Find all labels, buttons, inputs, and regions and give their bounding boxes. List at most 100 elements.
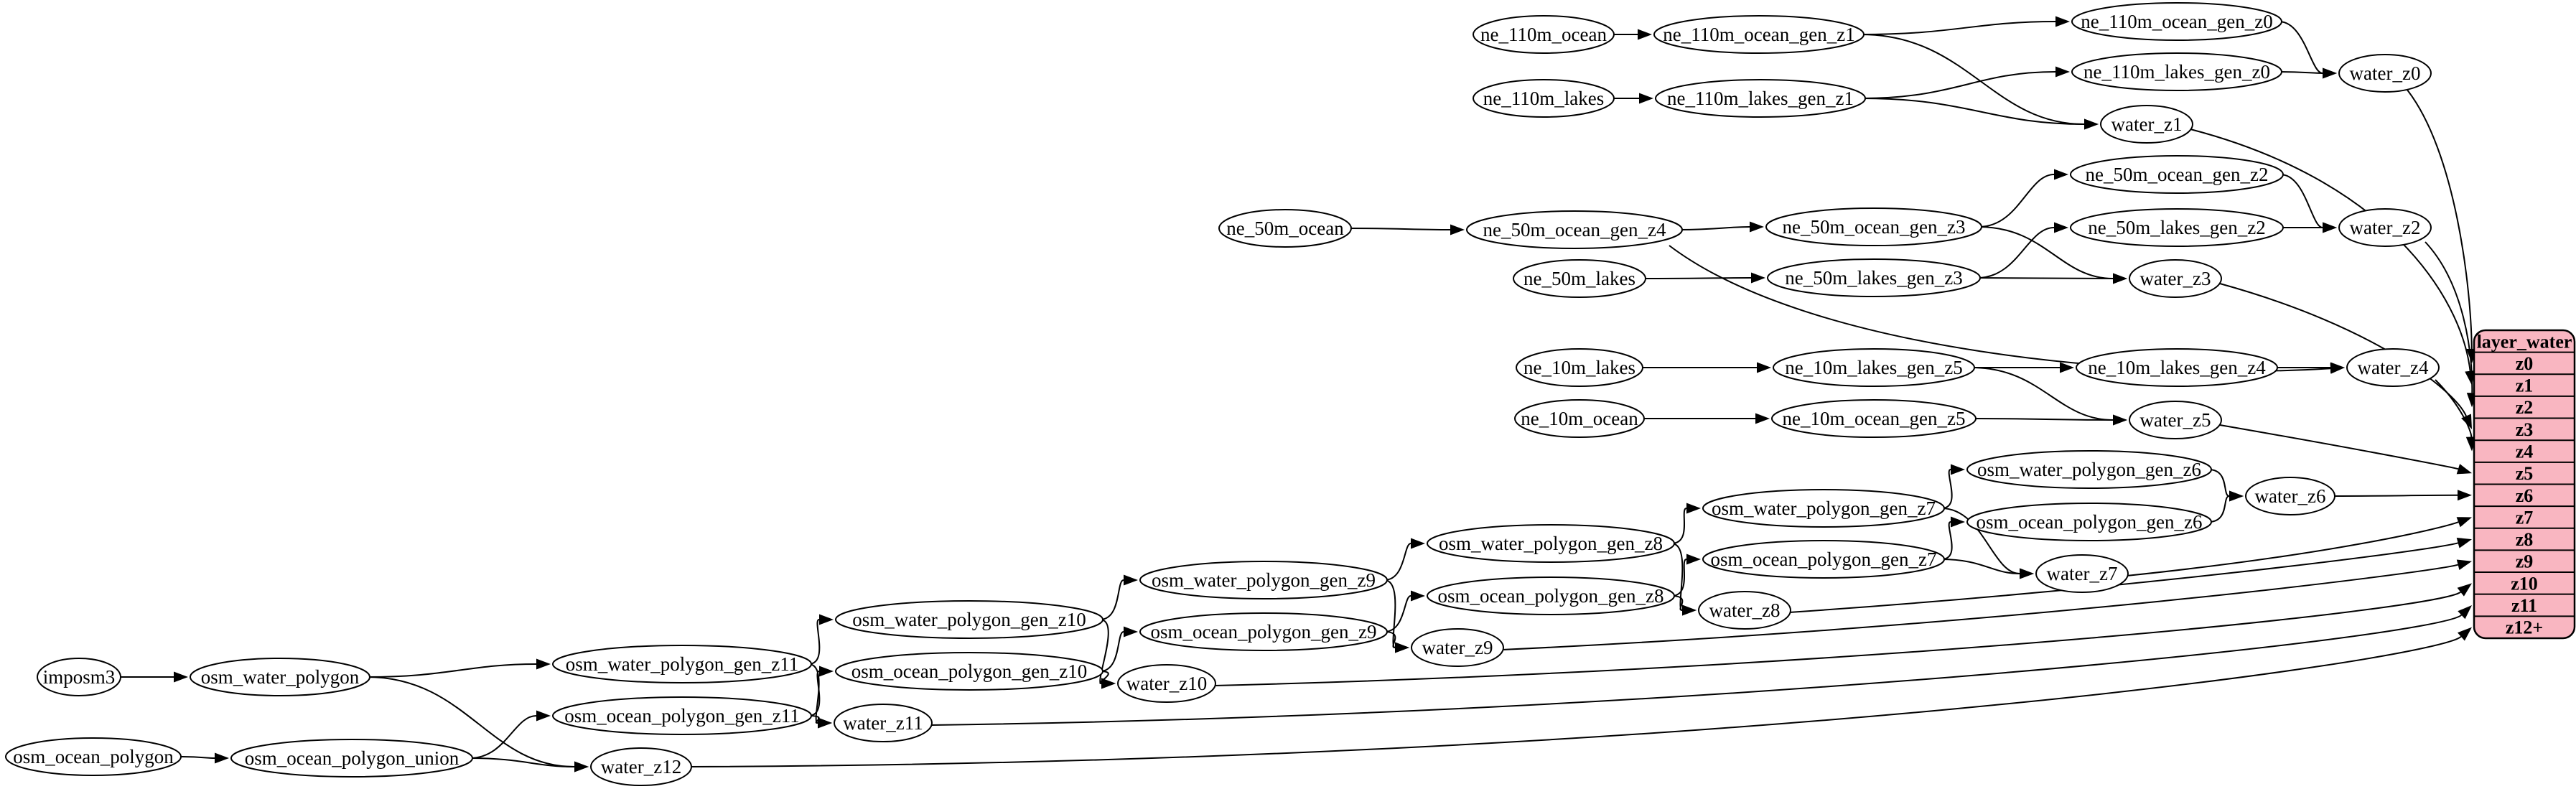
edge-osm_water_polygon_gen_z7-to-osm_water_polygon_gen_z6: [1941, 469, 1953, 509]
arrowhead-ne_50m_ocean-to-ne_50m_ocean_gen_z4: [1450, 224, 1465, 235]
node-osm_water_polygon_gen_z8: osm_water_polygon_gen_z8: [1427, 524, 1675, 563]
node-ne_50m_ocean_gen_z3: ne_50m_ocean_gen_z3: [1765, 207, 1982, 246]
node-label-osm_water_polygon: osm_water_polygon: [201, 666, 360, 688]
arrowhead-ne_50m_lakes_gen_z3-to-ne_50m_lakes_gen_z2: [2054, 222, 2068, 233]
node-label-osm_ocean_polygon_gen_z11: osm_ocean_polygon_gen_z11: [564, 705, 799, 727]
node-ne_10m_ocean_gen_z5: ne_10m_ocean_gen_z5: [1771, 399, 1977, 438]
node-water_z7: water_z7: [2035, 554, 2129, 593]
node-ellipse-osm_ocean_polygon_union: [230, 739, 473, 778]
node-ellipse-ne_110m_ocean_gen_z1: [1653, 15, 1865, 54]
node-ne_110m_lakes_gen_z0: ne_110m_lakes_gen_z0: [2071, 52, 2282, 91]
node-ellipse-ne_10m_lakes_gen_z4: [2076, 348, 2278, 387]
arrowhead-water_z12-to-layer_water-z12+: [2458, 627, 2472, 641]
arrowhead-osm_ocean_polygon_gen_z10-to-water_z10: [1101, 678, 1116, 689]
record-row-z6: z6: [2516, 485, 2534, 506]
arrowhead-osm_ocean_polygon_gen_z7-to-osm_ocean_polygon_gen_z6: [1951, 516, 1965, 528]
arrowhead-ne_10m_lakes_gen_z4-to-water_z4: [2330, 362, 2345, 373]
node-osm_ocean_polygon_union: osm_ocean_polygon_union: [230, 739, 473, 778]
node-ellipse-osm_water_polygon_gen_z10: [835, 600, 1103, 639]
arrowhead-osm_ocean_polygon_union-to-osm_ocean_polygon_gen_z11: [536, 710, 551, 722]
node-ne_50m_ocean_gen_z4: ne_50m_ocean_gen_z4: [1466, 210, 1683, 249]
node-label-osm_water_polygon_gen_z8: osm_water_polygon_gen_z8: [1439, 533, 1663, 554]
layer-water-record: layer_waterz0z1z2z3z4z5z6z7z8z9z10z11z12…: [2473, 329, 2576, 640]
arrowhead-ne_10m_lakes_gen_z5-to-ne_10m_lakes_gen_z4: [2060, 362, 2074, 373]
edge-water_z3-to-layer_water-z3: [2219, 283, 2467, 416]
node-osm_ocean_polygon_gen_z11: osm_ocean_polygon_gen_z11: [552, 696, 812, 735]
node-osm_water_polygon_gen_z7: osm_water_polygon_gen_z7: [1702, 489, 1945, 528]
node-ellipse-water_z11: [834, 704, 933, 742]
node-label-water_z11: water_z11: [843, 712, 923, 734]
node-ne_50m_lakes_gen_z3: ne_50m_lakes_gen_z3: [1767, 258, 1981, 297]
edge-ne_50m_ocean_gen_z3-to-ne_50m_ocean_gen_z2: [1978, 174, 2055, 228]
node-ellipse-ne_110m_ocean_gen_z0: [2071, 2, 2282, 41]
arrowhead-osm_ocean_polygon_gen_z10-to-osm_ocean_polygon_gen_z9: [1124, 626, 1138, 638]
edge-water_z9-to-layer_water-z9: [1501, 564, 2458, 650]
edge-water_z10-to-layer_water-z10: [1213, 591, 2461, 686]
arrowhead-ne_50m_lakes_gen_z2-to-water_z2: [2323, 222, 2337, 233]
node-label-osm_ocean_polygon_gen_z8: osm_ocean_polygon_gen_z8: [1438, 585, 1664, 607]
arrowhead-water_z7-to-layer_water-z7: [2456, 517, 2472, 528]
arrowhead-osm_ocean_polygon_union-to-water_z12: [574, 761, 589, 772]
node-ellipse-osm_ocean_polygon_gen_z9: [1139, 612, 1388, 651]
node-ellipse-osm_water_polygon_gen_z11: [552, 645, 812, 683]
edge-osm_ocean_polygon_gen_z11-to-osm_ocean_polygon_gen_z10: [808, 671, 821, 716]
node-osm_water_polygon_gen_z6: osm_water_polygon_gen_z6: [1966, 450, 2212, 489]
edge-ne_110m_ocean_gen_z1-to-water_z1: [1860, 34, 2085, 125]
arrowhead-ne_110m_ocean-to-ne_110m_ocean_gen_z1: [1638, 29, 1652, 40]
node-ellipse-water_z5: [2129, 401, 2222, 439]
edge-water_z11-to-layer_water-z11: [930, 614, 2463, 726]
node-ellipse-ne_110m_ocean: [1473, 15, 1615, 54]
edge-water_z6-to-layer_water-z6: [2331, 494, 2458, 497]
arrowhead-osm_water_polygon_gen_z9-to-osm_water_polygon_gen_z8: [1411, 538, 1425, 549]
edge-osm_ocean_polygon_gen_z7-to-osm_ocean_polygon_gen_z6: [1941, 521, 1953, 560]
edge-osm_water_polygon_gen_z9-to-water_z9: [1383, 579, 1396, 648]
node-water_z6: water_z6: [2245, 477, 2335, 515]
edge-osm_ocean_polygon_union-to-osm_ocean_polygon_gen_z11: [469, 715, 537, 759]
edge-osm_ocean_polygon_gen_z9-to-osm_ocean_polygon_gen_z8: [1383, 595, 1411, 632]
node-water_z1: water_z1: [2100, 105, 2193, 144]
edge-ne_110m_ocean_gen_z0-to-water_z0: [2278, 21, 2323, 74]
node-ne_50m_ocean_gen_z2: ne_50m_ocean_gen_z2: [2070, 155, 2284, 194]
edge-water_z7-to-layer_water-z7: [2126, 521, 2459, 576]
node-water_z11: water_z11: [834, 704, 933, 742]
arrowhead-osm_water_polygon_gen_z8-to-osm_water_polygon_gen_z7: [1686, 503, 1701, 514]
node-ellipse-ne_10m_lakes_gen_z5: [1773, 348, 1975, 387]
node-label-osm_ocean_polygon_gen_z9: osm_ocean_polygon_gen_z9: [1151, 621, 1377, 643]
node-label-water_z5: water_z5: [2140, 409, 2211, 431]
node-ellipse-osm_ocean_polygon_gen_z7: [1702, 540, 1945, 579]
arrowhead-ne_50m_lakes-to-ne_50m_lakes_gen_z3: [1751, 272, 1765, 284]
node-label-ne_50m_ocean_gen_z4: ne_50m_ocean_gen_z4: [1483, 219, 1666, 241]
node-label-water_z10: water_z10: [1126, 673, 1207, 694]
edge-ne_50m_ocean_gen_z3-to-water_z3: [1978, 226, 2114, 279]
node-ellipse-ne_50m_lakes: [1513, 259, 1646, 298]
node-ellipse-osm_water_polygon: [190, 658, 370, 696]
record-row-z7: z7: [2516, 507, 2534, 528]
node-ne_10m_ocean: ne_10m_ocean: [1514, 399, 1645, 438]
edge-ne_110m_lakes_gen_z1-to-water_z1: [1862, 98, 2085, 125]
node-osm_water_polygon_gen_z10: osm_water_polygon_gen_z10: [835, 600, 1103, 639]
node-ne_110m_ocean_gen_z1: ne_110m_ocean_gen_z1: [1653, 15, 1865, 54]
record-row-z0: z0: [2516, 353, 2534, 374]
edge-osm_water_polygon_gen_z6-to-water_z6: [2208, 469, 2230, 497]
node-label-ne_10m_ocean_gen_z5: ne_10m_ocean_gen_z5: [1783, 408, 1966, 429]
node-ellipse-ne_10m_ocean: [1514, 399, 1645, 438]
node-label-ne_110m_lakes_gen_z0: ne_110m_lakes_gen_z0: [2083, 61, 2270, 83]
node-ne_50m_ocean: ne_50m_ocean: [1218, 209, 1352, 248]
node-label-water_z8: water_z8: [1709, 599, 1781, 621]
arrowhead-water_z11-to-layer_water-z11: [2458, 605, 2472, 620]
arrowhead-water_z5-to-layer_water-z5: [2456, 464, 2472, 475]
edge-water_z0-to-layer_water-z0: [2406, 88, 2473, 350]
edge-osm_ocean_polygon_gen_z10-to-osm_ocean_polygon_gen_z9: [1099, 631, 1124, 672]
node-ellipse-ne_50m_ocean_gen_z3: [1765, 207, 1982, 246]
node-ellipse-water_z8: [1698, 591, 1791, 630]
node-label-osm_ocean_polygon_gen_z10: osm_ocean_polygon_gen_z10: [851, 660, 1087, 682]
node-ellipse-ne_50m_lakes_gen_z3: [1767, 258, 1981, 297]
node-label-ne_10m_lakes: ne_10m_lakes: [1523, 357, 1635, 378]
edge-ne_10m_lakes_gen_z5-to-water_z5: [1971, 367, 2114, 421]
arrowhead-water_z1-to-layer_water-z1: [2465, 370, 2476, 386]
node-ellipse-water_z10: [1117, 664, 1216, 703]
node-label-ne_110m_ocean_gen_z0: ne_110m_ocean_gen_z0: [2081, 11, 2272, 32]
node-label-water_z9: water_z9: [1422, 637, 1493, 658]
